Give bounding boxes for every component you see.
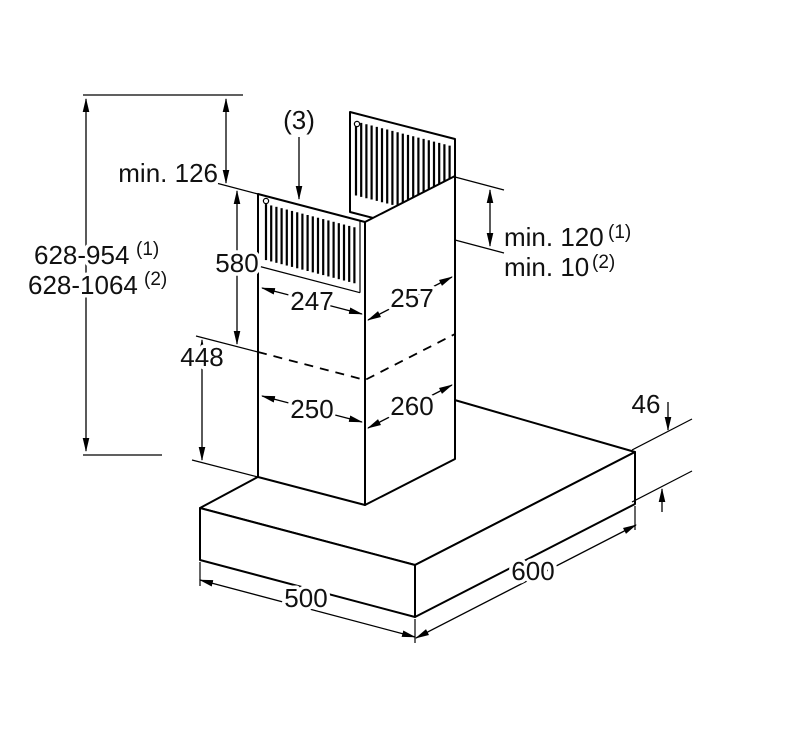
- label-580: 580: [215, 248, 258, 278]
- label-right-min-2: min. 10: [504, 252, 589, 282]
- label-448: 448: [180, 342, 223, 372]
- telescopic-joint-dashed-line: [257, 333, 456, 381]
- canopy-top-extension: [631, 418, 693, 451]
- label-257: 257: [390, 283, 433, 313]
- label-total-1-sup: (1): [136, 239, 159, 260]
- label-247: 247: [290, 286, 333, 316]
- mounting-hole-left: [262, 197, 270, 205]
- label-right-min-1-sup: (1): [608, 222, 631, 243]
- dimension-labels: (3) min. 126 628-954 (1) 628-1064 (2) 58…: [25, 102, 664, 617]
- dim-line-250: [261, 395, 363, 423]
- dim-line-600: [415, 524, 637, 639]
- canopy-bottom-extension: [631, 470, 693, 503]
- dimension-lines: [82, 98, 672, 639]
- mounting-hole-rear: [353, 120, 361, 128]
- label-min126: min. 126: [118, 158, 218, 188]
- vent-top-extension: [217, 182, 259, 195]
- label-260: 260: [390, 391, 433, 421]
- label-right-min-1: min. 120: [504, 222, 604, 252]
- dim-line-260: [367, 384, 453, 429]
- label-total-2-sup: (2): [144, 269, 167, 290]
- label-600: 600: [511, 556, 554, 586]
- chimney-bottom-extension: [191, 459, 259, 478]
- dim-line-500: [199, 579, 416, 638]
- label-250: 250: [290, 394, 333, 424]
- right-bottom-extension: [454, 239, 505, 254]
- vent-hatch-left: [264, 204, 356, 284]
- dim-line-257: [367, 276, 453, 321]
- label-total-1: 628-954: [34, 240, 129, 270]
- label-500: 500: [284, 583, 327, 613]
- dim-line-247: [261, 287, 363, 315]
- label-total-2: 628-1064: [28, 270, 138, 300]
- label-right-min-2-sup: (2): [592, 252, 615, 273]
- callout-3-label: (3): [283, 105, 315, 135]
- label-46: 46: [632, 389, 661, 419]
- right-top-extension: [454, 176, 505, 191]
- joint-extension: [195, 335, 259, 353]
